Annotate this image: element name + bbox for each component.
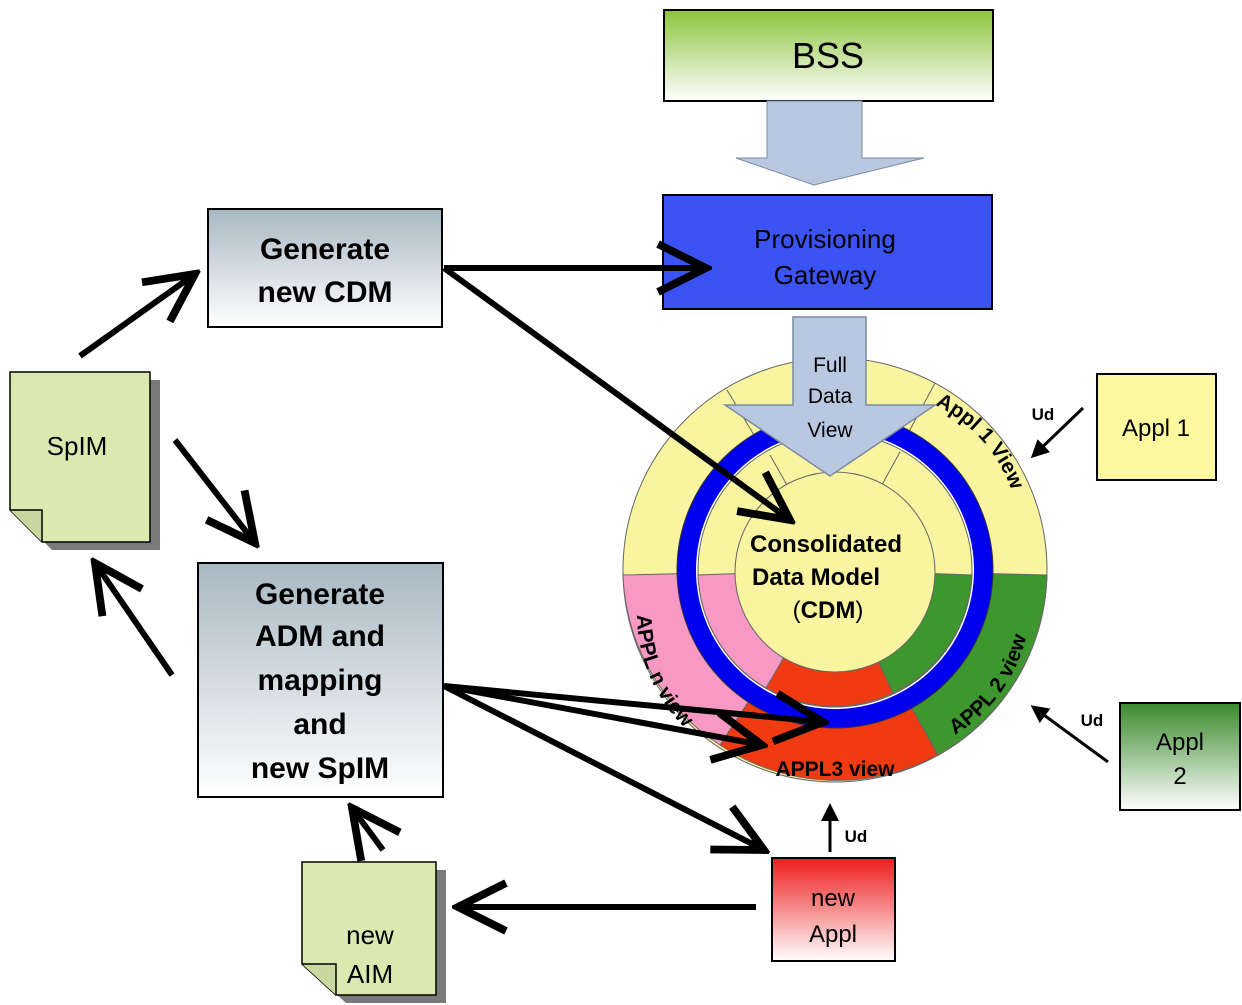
gen-adm-line5: new SpIM <box>251 752 389 785</box>
gen-adm-line1: Generate <box>255 578 385 611</box>
appl3-view-label: APPL3 view <box>775 758 895 781</box>
full-view-line1: Full <box>813 354 847 377</box>
spim-document: SpIM <box>9 371 160 550</box>
generate-new-cdm-box: Generate new CDM <box>207 208 443 328</box>
gen-adm-line2: ADM and <box>255 620 385 653</box>
cdm-label-line3: (CDM) <box>793 597 864 624</box>
bss-box: BSS <box>663 9 994 102</box>
appl2-line2: 2 <box>1173 763 1186 790</box>
arrow-appl2-to-ring <box>1030 705 1109 764</box>
arrow-appl1-to-ring <box>1030 406 1085 459</box>
appl1-label: Appl 1 <box>1122 415 1190 442</box>
bss-to-gateway-arrow <box>735 100 925 186</box>
arrow-gen-adm-to-new-appl <box>442 683 764 850</box>
new-aim-document: new AIM <box>301 861 446 1003</box>
appl2-line1: Appl <box>1156 729 1204 756</box>
gen-cdm-line2: new CDM <box>258 276 393 309</box>
provisioning-label-line2: Gateway <box>774 260 877 290</box>
appl1-box: Appl 1 <box>1096 373 1217 481</box>
bss-label: BSS <box>792 35 864 76</box>
gen-adm-line3: mapping <box>258 664 383 697</box>
arrow-gen-adm-to-spim <box>95 563 175 677</box>
new-appl-line1: new <box>811 885 856 912</box>
gen-adm-line4: and <box>293 708 346 741</box>
arrow-gen-adm-to-appl3-view <box>443 683 762 745</box>
provisioning-label-line1: Provisioning <box>754 224 896 254</box>
cdm-label-line1: Consolidated <box>750 531 902 558</box>
appl2-box: Appl 2 <box>1119 702 1241 811</box>
cdm-ring-diagram: Consolidated Data Model (CDM) Appl 1 Vie… <box>622 357 1048 783</box>
cdm-label-line2: Data Model <box>752 564 880 591</box>
new-aim-line1: new <box>346 920 394 950</box>
full-view-line3: View <box>807 419 853 442</box>
ud-label-new-appl: Ud <box>845 827 868 846</box>
full-data-view-arrow: Full Data View <box>722 316 938 477</box>
generate-adm-box: Generate ADM and mapping and new SpIM <box>197 562 444 798</box>
connector-arrows <box>78 265 1109 907</box>
arrow-spim-to-gen-adm <box>172 438 255 543</box>
spim-label: SpIM <box>47 431 108 461</box>
ud-label-appl1: Ud <box>1032 405 1055 424</box>
new-appl-box: new Appl <box>771 857 896 962</box>
arrow-new-aim-to-gen-adm <box>352 808 383 850</box>
arrow-gen-cdm-to-cdm <box>442 265 790 520</box>
ud-label-appl2: Ud <box>1081 711 1104 730</box>
provisioning-gateway-box: Provisioning Gateway <box>662 194 993 310</box>
arrow-spim-to-gen-cdm <box>78 274 195 359</box>
new-aim-line2: AIM <box>347 959 393 989</box>
new-appl-line2: Appl <box>809 921 857 948</box>
full-view-line2: Data <box>808 385 853 408</box>
gen-cdm-line1: Generate <box>260 233 390 266</box>
